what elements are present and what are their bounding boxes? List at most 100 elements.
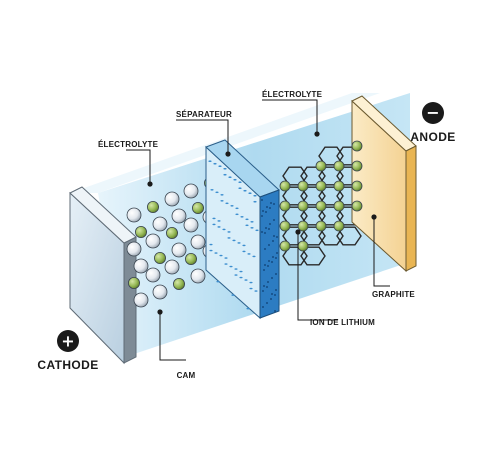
ion-particle [315, 220, 327, 232]
ion-particle [351, 200, 363, 212]
cathode-plate [69, 186, 137, 365]
graphite-hexagon [336, 226, 362, 246]
ion-particle [333, 160, 345, 172]
cam-particle [190, 234, 206, 250]
graphite-label: GRAPHITE [372, 290, 415, 299]
separator-pore [261, 231, 263, 233]
separator-pore [262, 290, 264, 292]
separator-pore [255, 229, 259, 232]
ion-particle [165, 226, 178, 239]
separator-pore [270, 298, 272, 300]
separator-pore [250, 221, 254, 223]
separator-pore [242, 244, 246, 247]
ion-particle [351, 160, 363, 172]
separator-pore [264, 264, 266, 266]
cam-particle [164, 259, 180, 275]
separator-pore [222, 228, 226, 231]
separator-pore [216, 280, 220, 283]
separator-pore [266, 302, 268, 304]
cam-particle [171, 208, 187, 224]
anode-plate [351, 95, 417, 273]
separator-pore [208, 160, 212, 162]
leader-electrolyte-left [126, 149, 151, 184]
cam-particle [133, 258, 149, 274]
cam-particle [183, 217, 199, 233]
ion-particle [315, 200, 327, 212]
leader-ion [297, 232, 338, 321]
cam-particle [190, 268, 206, 284]
ion-label: ION DE LITHIUM [310, 318, 375, 327]
separator-pore [273, 203, 275, 205]
cam-label: CAM [177, 371, 196, 380]
ion-particle [351, 180, 363, 192]
separator-pore [269, 207, 271, 209]
separator-pore [253, 194, 257, 197]
separator-pore [209, 249, 213, 252]
separator-pore [267, 265, 269, 267]
separator-pore [253, 200, 257, 203]
separator-pore [215, 191, 219, 194]
leader-separator [176, 119, 229, 154]
separator-pore [217, 220, 221, 222]
ion-particle [127, 276, 140, 289]
separator-pore [274, 294, 276, 296]
cam-particle [126, 207, 142, 223]
separator-pore [223, 173, 227, 176]
ion-particle [315, 180, 327, 192]
separator-pore [227, 237, 231, 239]
separator-pore [272, 240, 274, 242]
separator-pore [235, 213, 239, 216]
minus-sign: − [426, 103, 439, 122]
separator-pore [224, 263, 228, 265]
ion-particle [315, 160, 327, 172]
separator-pore [273, 235, 275, 237]
separator-pore [220, 200, 224, 202]
separator-pore [252, 255, 256, 258]
ion-particle [297, 200, 309, 212]
separator-pore [212, 217, 216, 220]
plus-icon [57, 330, 79, 352]
ion-particle [153, 251, 166, 264]
plus-sign: + [61, 332, 74, 351]
ion-particle [184, 252, 197, 265]
ion-particle [279, 240, 291, 252]
separator-pore [243, 189, 247, 192]
separator-pore [245, 218, 249, 221]
separator-pore [240, 216, 244, 218]
separator-pore [238, 181, 242, 183]
separator-pore [210, 189, 214, 191]
separator-pore [271, 277, 273, 279]
ion-particle [333, 200, 345, 212]
ion-particle [191, 201, 204, 214]
cam-particle [145, 267, 161, 283]
separator-pore [266, 286, 268, 288]
separator-pore [262, 210, 264, 212]
lithium-ions [279, 140, 363, 252]
separator-pore [247, 253, 251, 255]
separator-pore [213, 162, 217, 165]
separator-pore [270, 202, 272, 204]
separator-pore [212, 223, 216, 226]
separator-pore [239, 276, 243, 279]
separator-pore [228, 176, 232, 178]
cam-particle [152, 284, 168, 300]
ion-particle [279, 180, 291, 192]
separator-pore [254, 290, 258, 292]
separator-pore [227, 231, 231, 233]
cam-particle [183, 183, 199, 199]
cathode-label: CATHODE [37, 358, 98, 372]
separator-pore [269, 223, 271, 225]
minus-icon [422, 102, 444, 124]
separator [205, 139, 280, 320]
separator-pores [208, 160, 278, 312]
anode-label: ANODE [410, 130, 455, 144]
separator-pore [275, 289, 277, 291]
separator-pore [220, 194, 224, 196]
separator-pore [248, 192, 252, 194]
leader-graphite [373, 217, 390, 287]
separator-pore [234, 274, 238, 276]
separator-pore [268, 228, 270, 230]
separator-pore [272, 256, 274, 258]
separator-pore [235, 207, 239, 210]
